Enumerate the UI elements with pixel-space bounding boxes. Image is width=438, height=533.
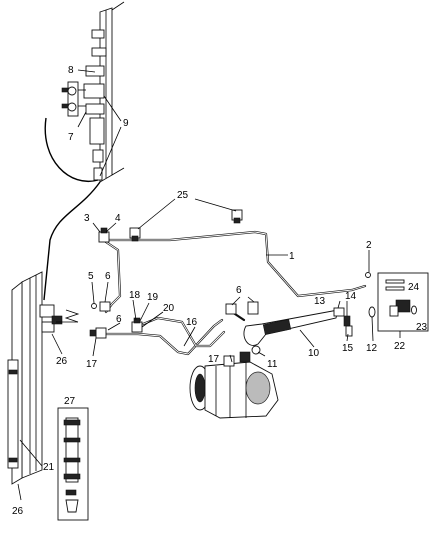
callout-7: 7 [68,132,74,143]
condenser [7,271,80,485]
sensor-25-right [231,209,243,224]
callout-17-right: 17 [208,354,220,365]
condenser-hose-curve [44,117,99,183]
callout-23: 23 [416,322,428,333]
callout-24: 24 [408,282,420,293]
accumulator-hose [225,301,339,346]
callout-16: 16 [186,317,198,328]
upper-bracket-assembly [83,1,125,183]
callout-10: 10 [308,348,320,359]
callout-25: 25 [177,190,189,201]
o-ring-2 [365,272,371,278]
callout-27: 27 [64,396,76,407]
receiver-kit-box [57,407,89,521]
callout-5: 5 [88,271,94,282]
callout-20: 20 [163,303,175,314]
fitting-5-6 [89,301,111,339]
service-kit-box [377,272,429,332]
liquid-line-tube [102,230,367,314]
callout-12: 12 [366,343,378,354]
callout-18: 18 [129,290,141,301]
callout-11: 11 [267,359,278,370]
callout-6-mid: 6 [116,314,122,325]
condenser-hose-down [43,181,101,301]
callout-13: 13 [314,296,326,307]
callout-14: 14 [345,291,357,302]
callout-8: 8 [68,65,74,76]
callout-2: 2 [366,240,372,251]
fitting-3-4 [98,227,110,243]
discharge-hose [96,316,226,356]
callout-6-right: 6 [236,285,242,296]
compressor [189,351,279,419]
o-ring-12 [368,306,376,318]
callout-9: 9 [123,118,129,129]
leader-lines [17,69,401,501]
callout-3: 3 [84,213,90,224]
callout-26-top: 26 [56,356,68,367]
callout-26-bottom: 26 [12,506,24,517]
callout-4: 4 [115,213,121,224]
callout-22: 22 [394,341,406,352]
callout-17-left: 17 [86,359,98,370]
callout-15: 15 [342,343,354,354]
fitting-13-14-15 [333,307,353,337]
callout-6-left: 6 [105,271,111,282]
callout-1: 1 [289,251,295,262]
callout-labels: 8 7 9 1 2 3 4 25 5 6 18 19 20 6 6 16 17 … [12,65,428,517]
hose-clamp-7-8 [61,81,86,117]
callout-19: 19 [147,292,159,303]
sensor-25-left [129,227,141,242]
callout-21: 21 [43,462,55,473]
